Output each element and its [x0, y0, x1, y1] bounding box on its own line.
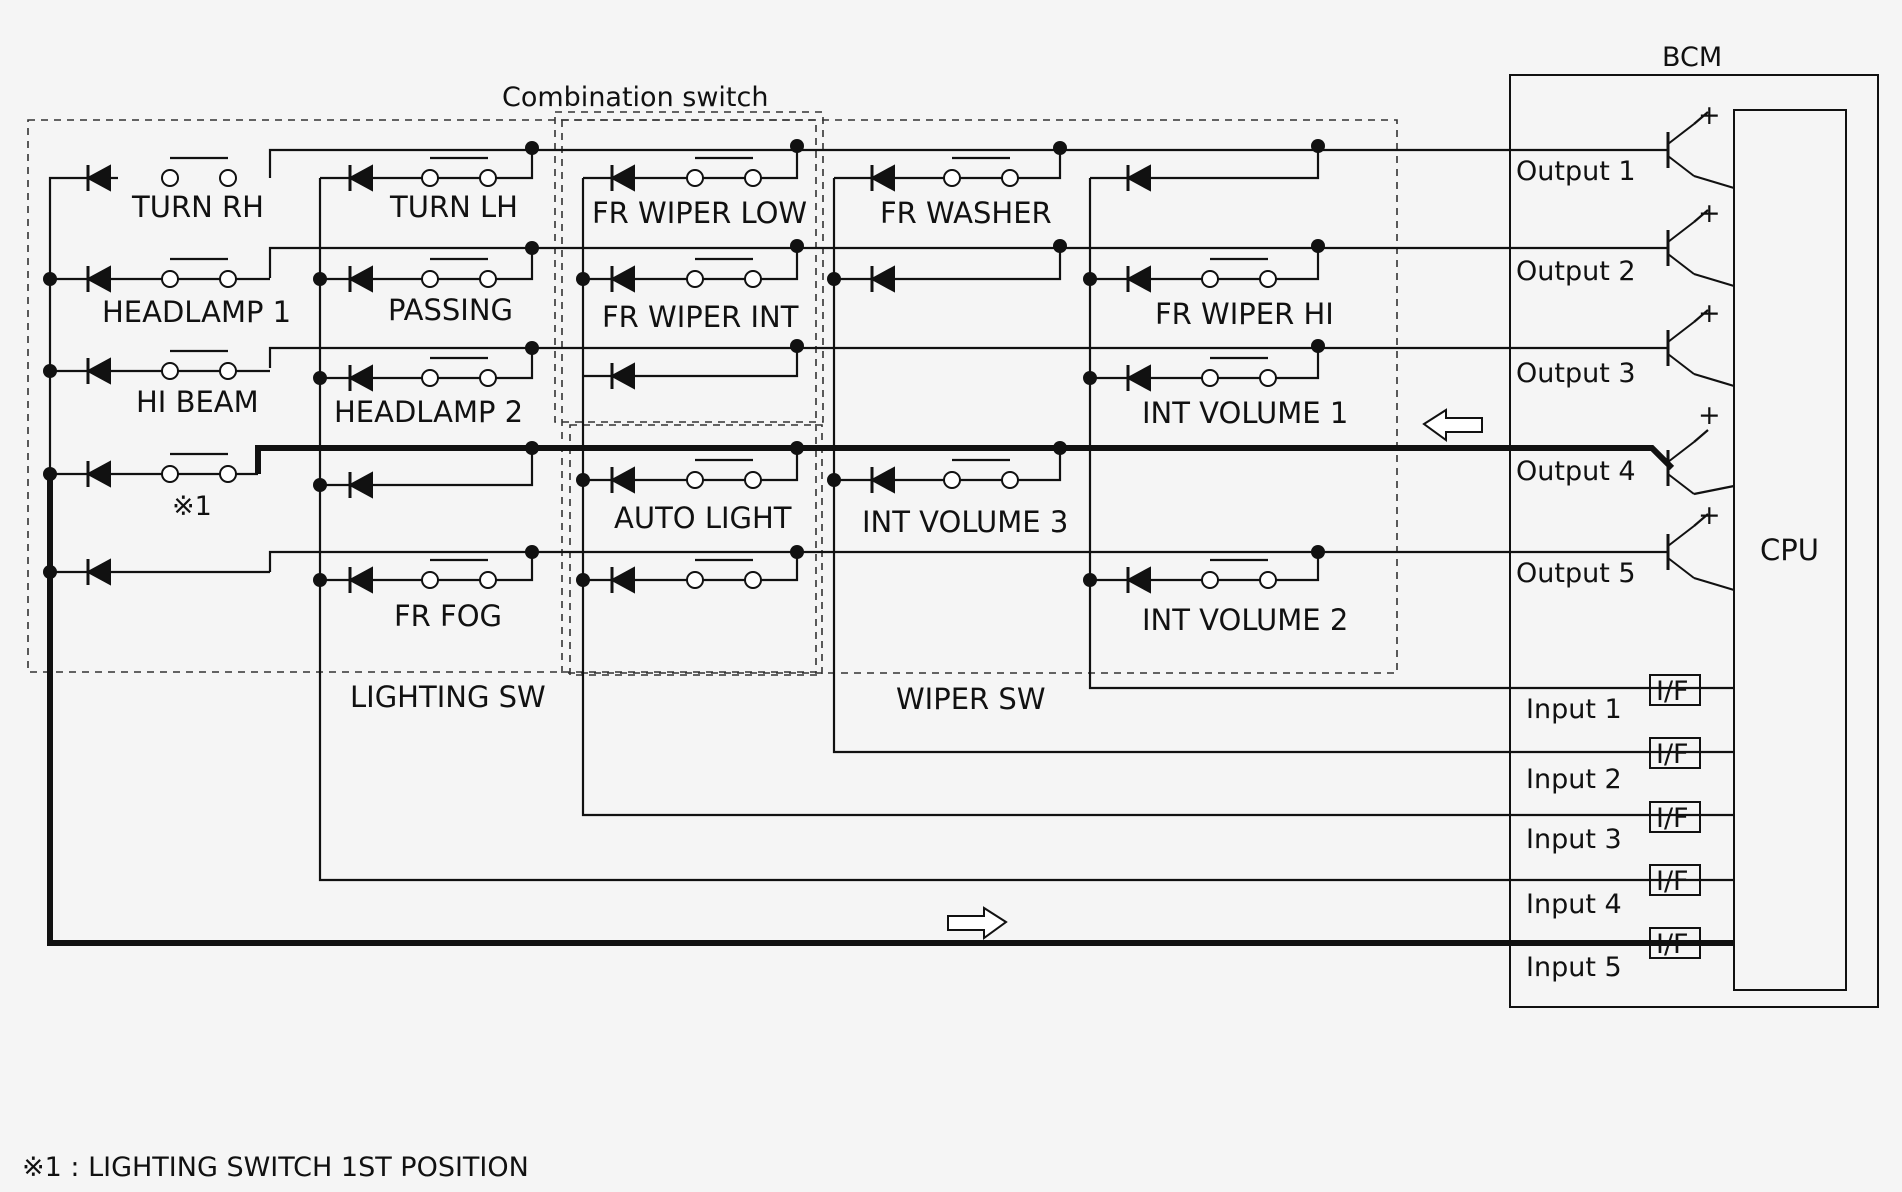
input4-bus [318, 178, 1734, 882]
wiper-switch-boundary [561, 119, 1398, 674]
interface-boxes [1649, 674, 1701, 959]
footnote: ※1 : LIGHTING SWITCH 1ST POSITION [22, 1152, 529, 1183]
output-3-label: Output 3 [1516, 358, 1636, 389]
int-volume2-label: INT VOLUME 2 [1142, 603, 1348, 637]
fr-wiper-low-label: FR WIPER LOW [592, 196, 807, 230]
combination-switch-label: Combination switch [502, 82, 768, 113]
bcm-label: BCM [1662, 42, 1722, 73]
output-2-label: Output 2 [1516, 256, 1636, 287]
col4-rows [827, 141, 1067, 495]
output5-line [268, 550, 1667, 572]
auto-light-boundary [569, 424, 823, 676]
fr-wiper-int-label: FR WIPER INT [602, 300, 799, 334]
output-1-label: Output 1 [1516, 156, 1636, 187]
if-5: I/F [1656, 929, 1689, 960]
input1-bus [1088, 178, 1734, 690]
bcm-box [1509, 74, 1879, 1008]
plus-1: + [1698, 100, 1721, 131]
cpu-box [1733, 109, 1847, 991]
input5-bus-thick[interactable] [47, 474, 1734, 946]
col5-rows [1083, 139, 1325, 595]
fr-wiper-hi-label: FR WIPER HI [1155, 297, 1334, 331]
input2-bus [832, 178, 1734, 754]
col3-rows [576, 139, 804, 595]
output3-line [268, 346, 1667, 368]
input-4-label: Input 4 [1526, 889, 1622, 920]
wiper-sw-label: WIPER SW [896, 682, 1046, 716]
fr-washer-label: FR WASHER [880, 196, 1052, 230]
output-transistors [1666, 111, 1735, 592]
if-3: I/F [1656, 803, 1689, 834]
note-mark-label: ※1 [172, 491, 212, 522]
combination-switch-inner-boundary [554, 111, 824, 423]
auto-light-label: AUTO LIGHT [614, 501, 792, 535]
flow-arrow-left-icon [1422, 408, 1483, 442]
if-1: I/F [1656, 676, 1689, 707]
hi-beam-label: HI BEAM [136, 385, 259, 419]
col1-rows [43, 156, 270, 587]
output1-line [268, 148, 1667, 178]
input-2-label: Input 2 [1526, 764, 1622, 795]
output-5-label: Output 5 [1516, 558, 1636, 589]
plus-2: + [1698, 198, 1721, 229]
cpu-label: CPU [1760, 533, 1819, 567]
input3-bus [581, 178, 1734, 817]
int-volume3-label: INT VOLUME 3 [862, 505, 1068, 539]
lighting-sw-label: LIGHTING SW [350, 680, 546, 714]
turn-rh-label: TURN RH [131, 190, 264, 224]
col2-rows [313, 141, 539, 595]
output4-line-thick[interactable] [255, 445, 1675, 474]
lighting-switch-boundary [27, 119, 817, 673]
flow-arrow-right-icon [947, 906, 1008, 940]
headlamp1-label: HEADLAMP 1 [102, 295, 291, 329]
if-2: I/F [1656, 739, 1689, 770]
plus-4: + [1698, 400, 1721, 431]
plus-5: + [1698, 500, 1721, 531]
output2-line [268, 246, 1667, 278]
input-3-label: Input 3 [1526, 824, 1622, 855]
if-4: I/F [1656, 866, 1689, 897]
turn-lh-label: TURN LH [389, 190, 518, 224]
fr-fog-label: FR FOG [394, 599, 502, 633]
headlamp2-label: HEADLAMP 2 [334, 395, 523, 429]
input-5-label: Input 5 [1526, 952, 1622, 983]
output-4-label: Output 4 [1516, 456, 1636, 487]
passing-label: PASSING [388, 293, 513, 327]
plus-3: + [1698, 298, 1721, 329]
int-volume1-label: INT VOLUME 1 [1142, 396, 1348, 430]
input-1-label: Input 1 [1526, 694, 1622, 725]
